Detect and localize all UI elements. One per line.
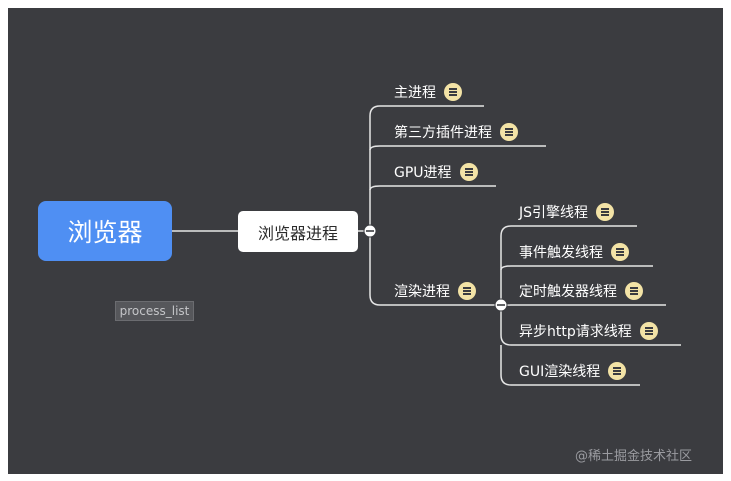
process-node-plugin[interactable]: 第三方插件进程 — [394, 120, 518, 144]
note-icon[interactable] — [611, 243, 629, 261]
connector-render-process — [369, 231, 501, 306]
connector-http-thread — [500, 305, 681, 346]
root-node-label: 浏览器 — [67, 218, 143, 247]
watermark: @稀土掘金技术社区 — [575, 449, 693, 464]
connector-timer-thread — [500, 304, 666, 310]
process-node-render[interactable]: 渲染进程 — [394, 279, 476, 303]
note-icon[interactable] — [625, 282, 643, 300]
root-node[interactable]: 浏览器 — [38, 201, 172, 261]
note-icon[interactable] — [444, 83, 462, 101]
browser-process-label: 浏览器进程 — [257, 223, 338, 243]
note-icon[interactable] — [500, 123, 518, 141]
connector-js-thread — [500, 225, 637, 305]
note-icon[interactable] — [596, 203, 615, 221]
thread-node-gui[interactable]: GUI渲染线程 — [519, 359, 627, 383]
thread-node-http[interactable]: 异步http请求线程 — [519, 319, 658, 343]
note-icon[interactable] — [639, 322, 658, 340]
connector-main-process — [369, 105, 484, 231]
collapse-button-render[interactable] — [494, 298, 508, 312]
note-icon[interactable] — [608, 362, 627, 380]
note-icon[interactable] — [459, 163, 478, 181]
thread-node-timer[interactable]: 定时触发器线程 — [519, 279, 643, 303]
connector-gpu-process — [369, 185, 496, 191]
connector-event-thread — [500, 265, 653, 271]
process-node-main[interactable]: 主进程 — [394, 80, 462, 104]
connector-gui-thread — [500, 345, 640, 386]
thread-node-js[interactable]: JS引擎线程 — [519, 200, 615, 224]
collapse-button-mid[interactable] — [363, 224, 377, 238]
process-node-gpu[interactable]: GPU进程 — [394, 160, 478, 184]
connector-plugin-process — [369, 145, 546, 151]
thread-node-event[interactable]: 事件触发线程 — [519, 240, 629, 264]
browser-process-node[interactable]: 浏览器进程 — [238, 211, 358, 252]
note-icon[interactable] — [458, 282, 476, 300]
process-list-tag: process_list — [115, 301, 194, 321]
